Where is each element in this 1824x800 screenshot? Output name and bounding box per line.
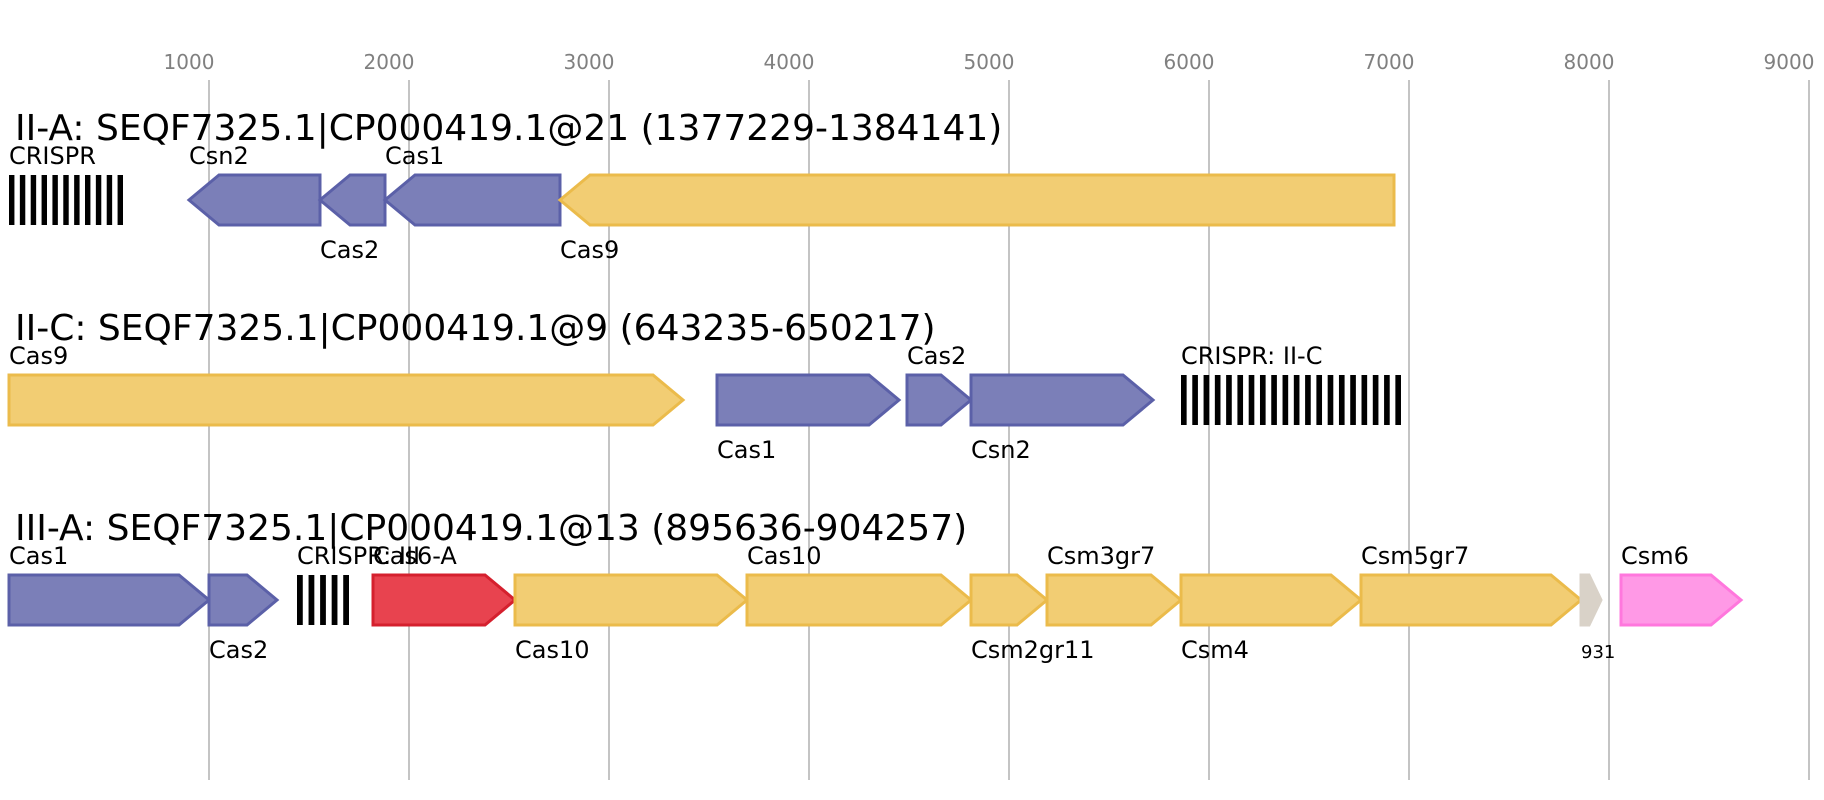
gene-label: Csm2gr11 (971, 636, 1095, 664)
crispr-repeat (85, 175, 91, 225)
gene-label: Csm3gr7 (1047, 542, 1155, 570)
track: II-C: SEQF7325.1|CP000419.1@9 (643235-65… (7, 308, 1401, 464)
crispr-repeat (1338, 375, 1345, 425)
tick-label: 6000 (1164, 50, 1215, 74)
gene-arrow (371, 573, 518, 627)
gene-label: Cas1 (717, 436, 776, 464)
gene-label: Cas1 (385, 142, 444, 170)
crispr-repeat (297, 575, 303, 625)
gene-label: Cas9 (560, 236, 619, 264)
gene-label: Cas10 (747, 542, 822, 570)
gene-label: CRISPR: III (297, 542, 420, 570)
crispr-repeat (331, 575, 338, 625)
crispr-repeat (1293, 375, 1300, 425)
gene-arrow (7, 573, 212, 627)
tick-label: 5000 (964, 50, 1015, 74)
crispr-repeat (1282, 375, 1289, 425)
track-title: III-A: SEQF7325.1|CP000419.1@13 (895636-… (15, 508, 967, 549)
tick-label: 3000 (564, 50, 615, 74)
crispr-repeat (1384, 375, 1390, 425)
gene-arrow (905, 373, 974, 427)
crispr-repeat (19, 175, 26, 225)
crispr-repeat (343, 575, 349, 625)
gene-label: Cas2 (907, 342, 966, 370)
tick-label: 2000 (364, 50, 415, 74)
crispr-repeat (1361, 375, 1368, 425)
axis-grid: 1000 2000 3000 4000 5000 6000 7000 8000 9000 (164, 50, 1815, 780)
gene-arrow (317, 173, 387, 227)
gene-label: Cas2 (209, 636, 268, 664)
crispr-repeat (1181, 375, 1187, 425)
crispr-repeat (320, 575, 326, 625)
crispr-repeat (95, 175, 102, 225)
gene-arrow (969, 573, 1050, 627)
tick-label: 7000 (1364, 50, 1415, 74)
track-title: II-C: SEQF7325.1|CP000419.1@9 (643235-65… (15, 308, 936, 349)
crispr-repeat (1271, 375, 1277, 425)
gene-label: Csm4 (1181, 636, 1249, 664)
crispr-repeat (41, 175, 47, 225)
crispr-repeat (52, 175, 58, 225)
gene-arrow (715, 373, 902, 427)
crispr-repeat (1237, 375, 1244, 425)
crispr-repeat (1214, 375, 1221, 425)
crispr-repeat (1259, 375, 1266, 425)
crispr-repeat (1248, 375, 1255, 425)
gene-label: Cas2 (320, 236, 379, 264)
gene-label: Csn2 (189, 142, 249, 170)
gene-arrow (969, 373, 1156, 427)
gene-arrow (1619, 573, 1744, 627)
gene-arrow (745, 573, 974, 627)
tracks: II-A: SEQF7325.1|CP000419.1@21 (1377229-… (7, 108, 1744, 664)
crispr-repeat (1316, 375, 1323, 425)
gene-arrow (1359, 573, 1584, 627)
tick-label: 1000 (164, 50, 215, 74)
track-title: II-A: SEQF7325.1|CP000419.1@21 (1377229-… (15, 108, 1002, 149)
crispr-repeat (1203, 375, 1210, 425)
crispr-repeat (308, 575, 315, 625)
gene-arrow (382, 173, 562, 227)
gene-arrow (207, 573, 280, 627)
crispr-repeat (1395, 375, 1401, 425)
track: II-A: SEQF7325.1|CP000419.1@21 (1377229-… (9, 108, 1396, 264)
gene-label: Csn2 (971, 436, 1031, 464)
gene-label: Csm5gr7 (1361, 542, 1469, 570)
crispr-repeat (9, 175, 15, 225)
crispr-repeat (30, 175, 37, 225)
crispr-repeat (74, 175, 80, 225)
gene-label: Cas1 (9, 542, 68, 570)
crispr-repeat (1327, 375, 1334, 425)
crispr-repeat (106, 175, 113, 225)
gene-label: Cas10 (515, 636, 590, 664)
gene-label: Csm6 (1621, 542, 1689, 570)
tick-label: 4000 (764, 50, 815, 74)
gene-arrow (1045, 573, 1184, 627)
crispr-repeat (63, 175, 69, 225)
gene-label: Cas6-A (373, 542, 457, 570)
gene-label: 931 (1581, 642, 1615, 663)
crispr-repeat (117, 175, 123, 225)
crispr-repeat (1226, 375, 1232, 425)
crispr-repeat (1192, 375, 1198, 425)
gene-arrow (1579, 573, 1603, 627)
gene-label: Cas9 (9, 342, 68, 370)
gene-arrow (186, 173, 322, 227)
track: III-A: SEQF7325.1|CP000419.1@13 (895636-… (7, 508, 1744, 664)
gene-arrow (513, 573, 750, 627)
gene-arrow (557, 173, 1396, 227)
gene-label: CRISPR: II-C (1181, 342, 1322, 370)
gene-arrow (1179, 573, 1364, 627)
crispr-repeat (1305, 375, 1311, 425)
crispr-repeat (1350, 375, 1356, 425)
crispr-repeat (1372, 375, 1379, 425)
tick-label: 9000 (1764, 50, 1815, 74)
gene-arrow (7, 373, 686, 427)
tick-label: 8000 (1564, 50, 1615, 74)
gene-label: CRISPR (9, 142, 96, 170)
